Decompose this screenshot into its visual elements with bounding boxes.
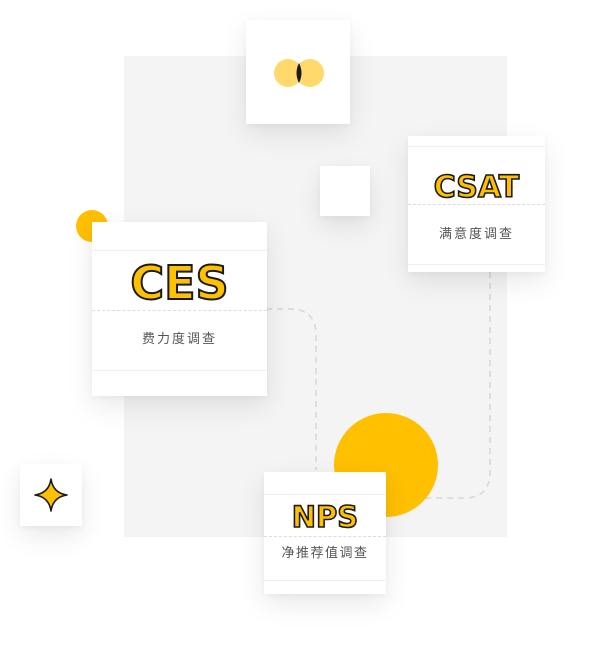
card-rule [92, 370, 267, 371]
overlapping-circles-icon [274, 59, 324, 87]
sparkle-icon [34, 478, 68, 512]
card-rule [264, 580, 386, 581]
small-square-card [320, 166, 370, 216]
card-dashed-rule [408, 204, 545, 205]
card-rule [264, 494, 386, 495]
card-rule [92, 250, 267, 251]
nps-title: NPS [291, 499, 359, 535]
card-rule [408, 264, 545, 265]
ces-title: CES [129, 255, 229, 311]
ces-card: CES 费力度调查 [92, 222, 267, 396]
nps-subtitle: 净推荐值调查 [281, 546, 369, 561]
csat-card: CSAT 满意度调查 [408, 136, 545, 272]
connector-ces-to-nps [266, 308, 317, 470]
csat-subtitle: 满意度调查 [438, 227, 514, 242]
ces-subtitle: 费力度调查 [141, 332, 217, 347]
csat-title: CSAT [433, 169, 520, 206]
card-dashed-rule [92, 310, 267, 311]
nps-card: NPS 净推荐值调查 [264, 472, 386, 594]
card-dashed-rule [264, 536, 386, 537]
connector-csat-to-nps [386, 272, 491, 499]
top-icon-card [246, 20, 350, 124]
sparkle-card [20, 464, 82, 526]
card-rule [408, 146, 545, 147]
